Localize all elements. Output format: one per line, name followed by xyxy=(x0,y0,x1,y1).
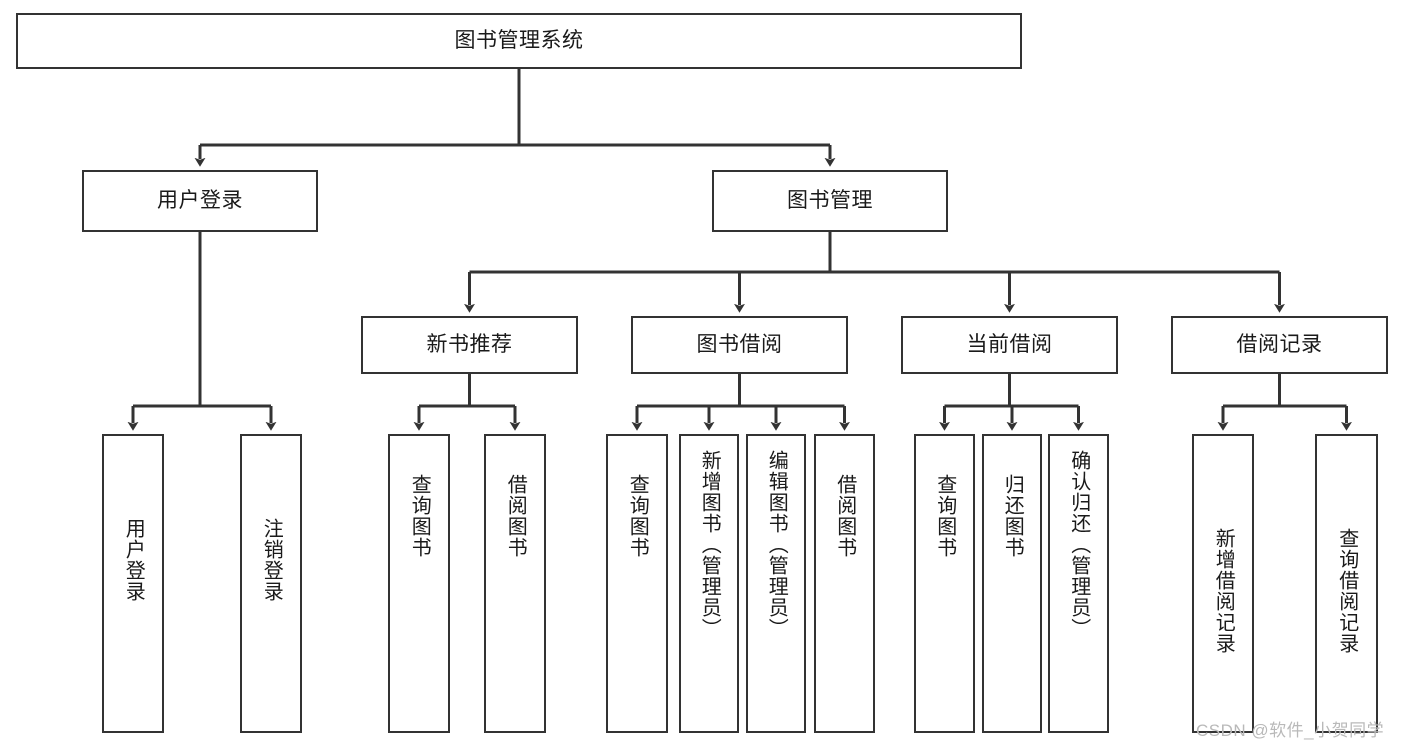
node-leaf-borrow-book-1[interactable]: 借阅图书 xyxy=(484,434,546,733)
node-label-leaf-user-login: 用户登录 xyxy=(122,518,145,602)
node-root[interactable]: 图书管理系统 xyxy=(16,13,1022,69)
node-leaf-query-book-2[interactable]: 查询图书 xyxy=(606,434,668,733)
node-label-leaf-borrow-book-1: 借阅图书 xyxy=(504,474,527,558)
node-leaf-query-book-3[interactable]: 查询图书 xyxy=(914,434,975,733)
node-label-leaf-add-book-admin: 新增图书（管理员） xyxy=(698,450,721,639)
node-leaf-query-borrow-record[interactable]: 查询借阅记录 xyxy=(1315,434,1378,733)
node-leaf-user-login[interactable]: 用户登录 xyxy=(102,434,164,733)
watermark: CSDN @软件_小贺同学 xyxy=(1196,721,1385,740)
node-label-leaf-query-book-2: 查询图书 xyxy=(626,474,649,558)
node-leaf-logout-login[interactable]: 注销登录 xyxy=(240,434,302,733)
node-leaf-borrow-book-2[interactable]: 借阅图书 xyxy=(814,434,875,733)
node-label-leaf-edit-book-admin: 编辑图书（管理员） xyxy=(765,450,788,639)
node-book-manage[interactable]: 图书管理 xyxy=(712,170,948,232)
node-label-leaf-query-borrow-record: 查询借阅记录 xyxy=(1335,528,1358,654)
node-label-leaf-query-book-3: 查询图书 xyxy=(933,474,956,558)
node-leaf-query-book-1[interactable]: 查询图书 xyxy=(388,434,450,733)
node-user-login[interactable]: 用户登录 xyxy=(82,170,318,232)
node-label-book-manage: 图书管理 xyxy=(787,189,873,213)
node-label-borrow-record: 借阅记录 xyxy=(1236,333,1323,357)
node-label-leaf-add-borrow-record: 新增借阅记录 xyxy=(1212,528,1235,654)
node-label-user-login: 用户登录 xyxy=(157,189,243,213)
node-label-leaf-return-book: 归还图书 xyxy=(1001,474,1024,558)
node-leaf-add-borrow-record[interactable]: 新增借阅记录 xyxy=(1192,434,1254,733)
node-label-leaf-logout-login: 注销登录 xyxy=(260,518,283,602)
node-label-leaf-borrow-book-2: 借阅图书 xyxy=(833,474,856,558)
node-book-borrow[interactable]: 图书借阅 xyxy=(631,316,848,374)
node-label-book-borrow: 图书借阅 xyxy=(696,333,783,357)
node-new-book-recommend[interactable]: 新书推荐 xyxy=(361,316,578,374)
node-leaf-confirm-return-admin[interactable]: 确认归还（管理员） xyxy=(1048,434,1109,733)
node-leaf-edit-book-admin[interactable]: 编辑图书（管理员） xyxy=(746,434,806,733)
node-leaf-return-book[interactable]: 归还图书 xyxy=(982,434,1042,733)
node-label-new-book-recommend: 新书推荐 xyxy=(426,333,513,357)
node-label-leaf-confirm-return-admin: 确认归还（管理员） xyxy=(1067,450,1090,639)
node-current-borrow[interactable]: 当前借阅 xyxy=(901,316,1118,374)
node-label-root: 图书管理系统 xyxy=(454,29,584,53)
node-label-current-borrow: 当前借阅 xyxy=(966,333,1053,357)
node-label-leaf-query-book-1: 查询图书 xyxy=(408,474,431,558)
node-leaf-add-book-admin[interactable]: 新增图书（管理员） xyxy=(679,434,739,733)
node-borrow-record[interactable]: 借阅记录 xyxy=(1171,316,1388,374)
